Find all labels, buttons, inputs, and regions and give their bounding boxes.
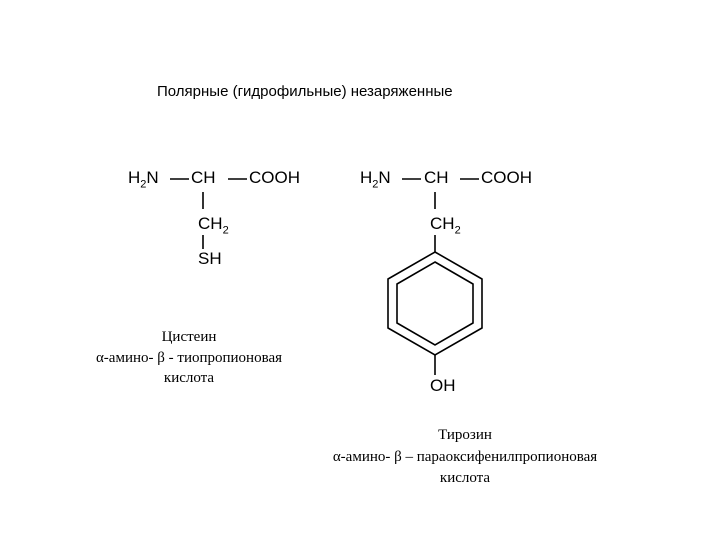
tyrosine-description: α-амино- β – параоксифенилпропионовая [332, 449, 598, 465]
tyrosine-amine-group: H2N [360, 168, 391, 190]
tyrosine-hydroxyl: OH [430, 376, 456, 395]
cysteine-methylene: CH2 [198, 214, 229, 236]
benzene-inner-ring [396, 261, 474, 346]
amine-n: N [378, 168, 391, 187]
tyrosine-alpha-ch: CH [424, 168, 449, 187]
amine-n: N [146, 168, 159, 187]
methylene-subscript: 2 [454, 224, 461, 237]
methylene-subscript: 2 [222, 224, 229, 237]
cysteine-amine-group: H2N [128, 168, 159, 190]
tyrosine-description-line2: кислота [439, 470, 491, 486]
cysteine-description-line2: кислота [163, 370, 215, 386]
cysteine-name: Цистеин [161, 329, 217, 345]
tyrosine-carboxyl: COOH [481, 168, 532, 187]
cysteine-carboxyl: COOH [249, 168, 300, 187]
cysteine-description: α-амино- β - тиопропионовая [95, 350, 283, 366]
amine-h: H [360, 168, 373, 187]
amine-subscript: 2 [140, 178, 147, 191]
amine-h: H [128, 168, 141, 187]
benzene-ring [387, 251, 483, 356]
cysteine-thiol: SH [198, 249, 222, 268]
tyrosine-name: Тирозин [438, 427, 492, 443]
amine-subscript: 2 [372, 178, 379, 191]
tyrosine-methylene: CH2 [430, 214, 461, 236]
page-title: Полярные (гидрофильные) незаряженные [157, 83, 453, 100]
methylene-ch: CH [198, 214, 223, 233]
methylene-ch: CH [430, 214, 455, 233]
cysteine-alpha-ch: CH [191, 168, 216, 187]
